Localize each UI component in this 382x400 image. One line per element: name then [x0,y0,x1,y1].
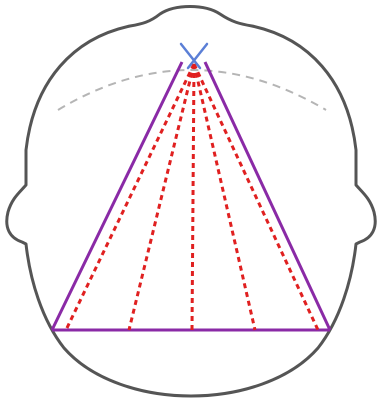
triangle-left-side [50,61,184,331]
fan-line-4 [192,63,257,331]
fan-line-5 [192,63,320,331]
fan-line-2 [127,63,196,331]
head-outline [5,5,377,398]
apex-marker-icon [179,42,209,70]
fan-lines [64,63,320,331]
triangle-right-side [203,61,332,331]
fan-line-1 [64,63,196,331]
crown-arc [57,69,327,111]
